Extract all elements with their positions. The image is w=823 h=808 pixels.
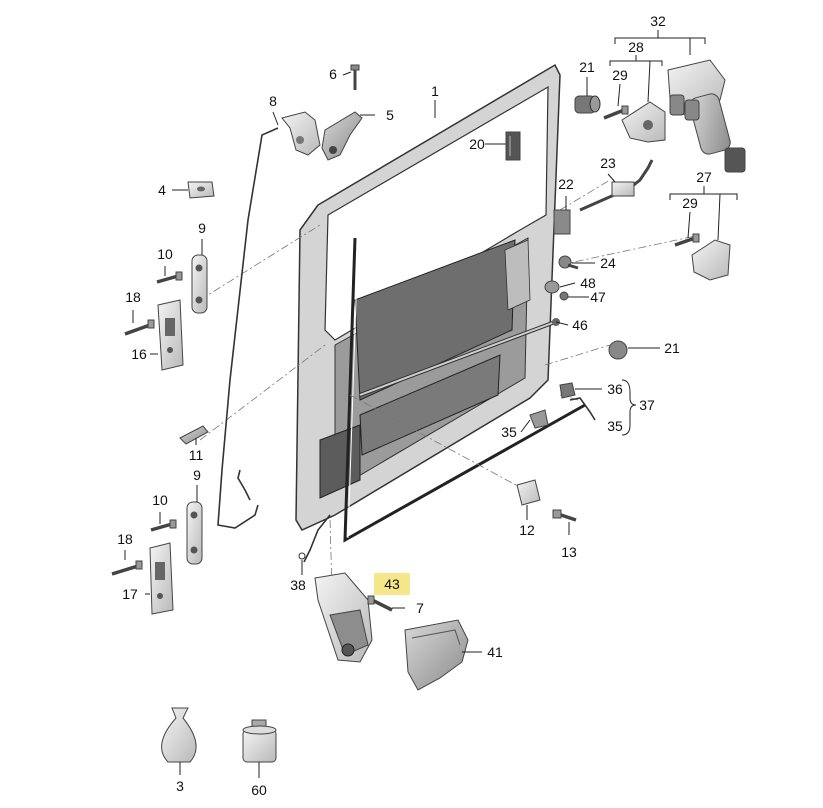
- callout-29-lower: 29: [682, 195, 698, 211]
- callout-8: 8: [269, 93, 277, 109]
- callout-32: 32: [650, 13, 666, 29]
- callout-9-lower: 9: [193, 467, 201, 483]
- screw-part-24: [558, 255, 579, 270]
- callout-28: 28: [628, 39, 644, 55]
- callout-18-lower: 18: [117, 531, 133, 547]
- screw-lower-part-29: [674, 233, 700, 247]
- cylinder-part-60: [242, 719, 277, 763]
- callout-16: 16: [131, 346, 147, 362]
- screw-upper-part-10: [156, 271, 183, 284]
- screw-part-13: [552, 509, 577, 522]
- clip-part-47: [559, 291, 569, 301]
- latch-part-20: [505, 131, 521, 161]
- callout-20: 20: [469, 136, 485, 152]
- callout-27: 27: [696, 169, 712, 185]
- callout-17: 17: [122, 586, 138, 602]
- screw-part-6: [350, 64, 360, 90]
- callout-60: 60: [251, 782, 267, 798]
- callout-3: 3: [176, 778, 184, 794]
- screw-upper-part-18: [124, 319, 155, 336]
- callout-9-upper: 9: [198, 220, 206, 236]
- upper-bracket-part-8: [281, 111, 321, 156]
- pad-part-4: [187, 181, 215, 199]
- callout-13: 13: [561, 544, 577, 560]
- callout-10-lower: 10: [152, 492, 168, 508]
- bushing-upper-part-21: [574, 95, 601, 114]
- callout-21-upper: 21: [579, 59, 595, 75]
- bushing-lower-part-21: [608, 340, 628, 360]
- callout-37: 37: [639, 397, 655, 413]
- callout-41: 41: [487, 644, 503, 660]
- callout-43: 43: [384, 576, 400, 592]
- cover-part-41: [404, 619, 469, 691]
- callout-10-upper: 10: [157, 246, 173, 262]
- hinge-bracket-part-5: [321, 111, 363, 161]
- screw-lower-part-10: [150, 519, 177, 532]
- callout-47: 47: [590, 289, 606, 305]
- door-cables: [217, 127, 596, 563]
- callout-5: 5: [386, 107, 394, 123]
- striker-plate-lower-part-9: [186, 501, 203, 565]
- block-part-22: [553, 209, 571, 235]
- guide-lines: [199, 179, 701, 591]
- lock-plate-upper-part-16: [157, 299, 184, 371]
- callout-12: 12: [519, 522, 535, 538]
- striker-plate-upper-part-9: [191, 254, 208, 314]
- callout-7: 7: [416, 600, 424, 616]
- grip-part-11: [179, 425, 209, 445]
- motor-unit-part-32: [667, 59, 746, 173]
- lock-plate-lower-part-17: [149, 542, 174, 615]
- callout-4: 4: [158, 182, 166, 198]
- screw-upper-part-29: [603, 105, 629, 120]
- callout-24: 24: [600, 255, 616, 271]
- callout-48: 48: [580, 275, 596, 291]
- plug-part-36: [559, 382, 576, 399]
- screw-lower-part-18: [111, 560, 143, 576]
- leader-lines: [124, 71, 691, 778]
- callout-38: 38: [290, 577, 306, 593]
- clip-part-38: [298, 552, 306, 560]
- connector-upper-part-35: [529, 409, 549, 429]
- callout-11: 11: [189, 447, 204, 463]
- callout-21-lower: 21: [664, 340, 680, 356]
- callout-22: 22: [558, 176, 574, 192]
- guide-rail-part-46: [359, 318, 560, 397]
- screw-part-7: [367, 595, 393, 612]
- callout-29-upper: 29: [612, 67, 628, 83]
- callout-36: 36: [607, 381, 623, 397]
- group-braces: [609, 30, 738, 436]
- grease-bag-part-3: [161, 707, 197, 763]
- callout-23: 23: [600, 155, 616, 171]
- bracket-part-27: [691, 239, 731, 281]
- callout-35-group: 35: [607, 418, 623, 434]
- callout-46: 46: [572, 317, 588, 333]
- highlight-box-43: [374, 573, 410, 595]
- sliding-door-panel: [295, 63, 586, 543]
- callout-labels: 1 3 4 5 6 7 8 9 9 10 10 11 12 13 16 17 1…: [117, 13, 712, 798]
- lower-hinge-part-43: [314, 572, 373, 663]
- callout-1: 1: [431, 83, 439, 99]
- callout-35-part: 35: [501, 424, 517, 440]
- callout-6: 6: [329, 66, 337, 82]
- lock-bracket-part-28: [621, 101, 666, 143]
- bracket-part-12: [516, 479, 541, 506]
- cap-part-48: [544, 280, 560, 294]
- callout-18-upper: 18: [125, 289, 141, 305]
- rod-part-23: [579, 159, 654, 212]
